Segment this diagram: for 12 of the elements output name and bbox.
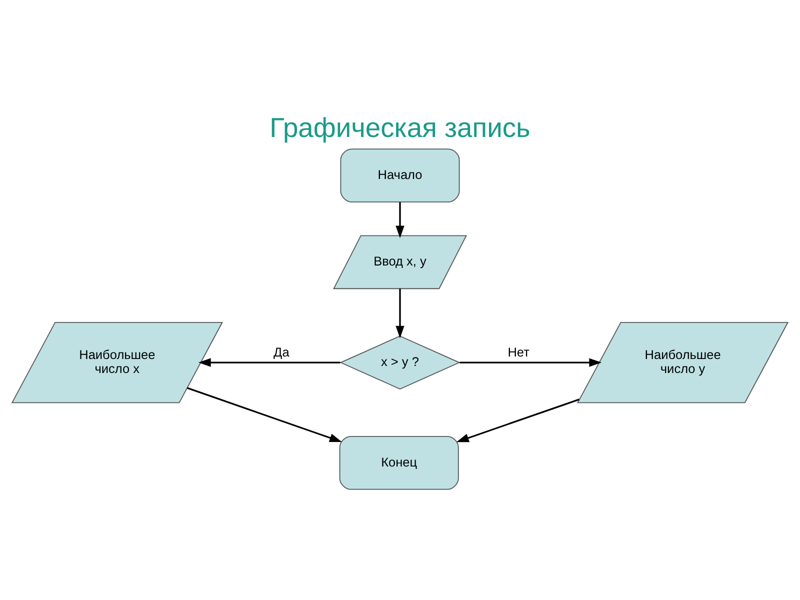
- edge-label: Нет: [508, 344, 530, 359]
- arrow: [396, 202, 404, 238]
- diagram-title: Графическая запись: [270, 112, 530, 143]
- arrow: [456, 398, 580, 442]
- node-box: Начало: [340, 148, 460, 202]
- arrow: [460, 358, 602, 366]
- arrow: [198, 358, 340, 366]
- arrow: [396, 288, 404, 338]
- node-box: Конец: [339, 435, 459, 490]
- edge-label: Да: [274, 344, 290, 359]
- node-diamond: x > y ?: [340, 335, 460, 389]
- arrow: [186, 386, 342, 442]
